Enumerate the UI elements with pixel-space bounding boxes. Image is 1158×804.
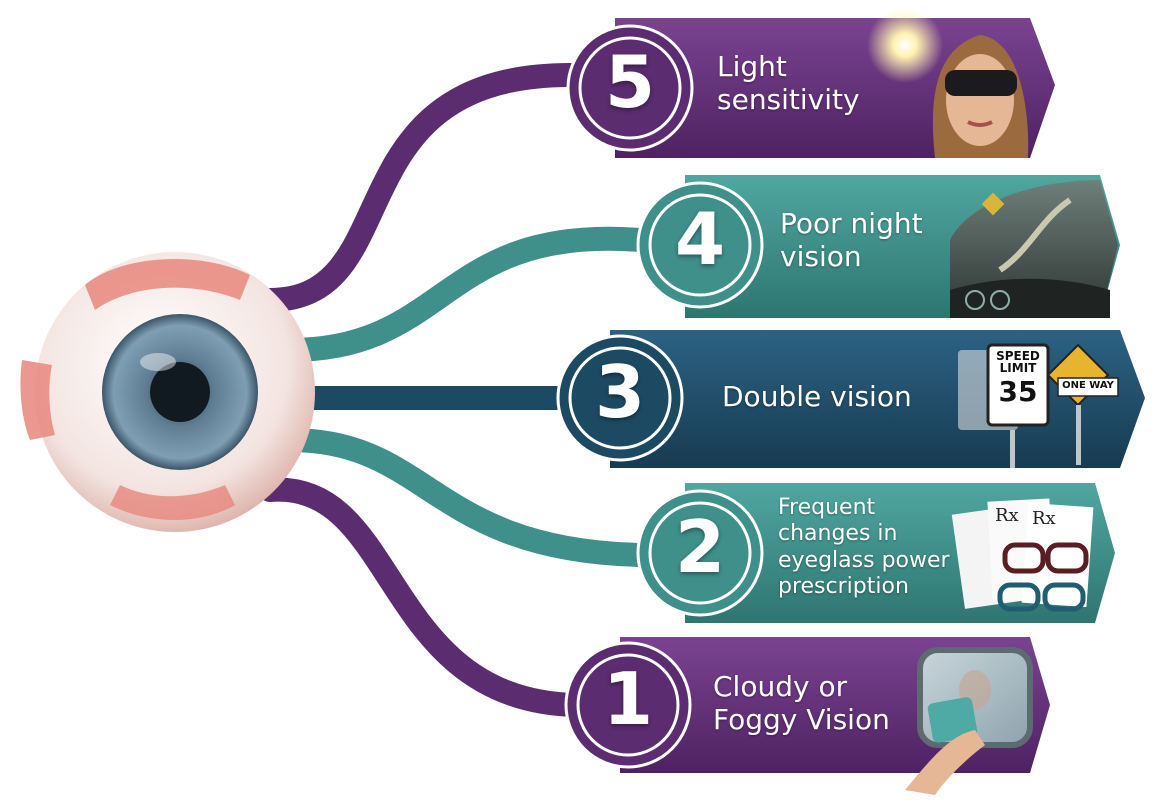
step-number-1: 1 — [602, 657, 654, 741]
symptom-banner-4 — [636, 175, 1120, 318]
foggy-mirror-icon — [905, 647, 1033, 795]
double-road-signs-icon — [958, 343, 1119, 468]
one-way-sign: ONE WAY — [1062, 380, 1114, 391]
speed-limit-sign: SPEED LIMIT 35 — [996, 349, 1040, 408]
symptom-banner-2 — [636, 483, 1115, 623]
rx-label-2: Rx — [1032, 508, 1056, 529]
connector-1 — [258, 477, 587, 717]
step-number-4: 4 — [674, 197, 726, 281]
step-number-2: 2 — [674, 505, 726, 589]
connector-5 — [258, 63, 582, 312]
step-number-3: 3 — [594, 350, 646, 434]
connector-2 — [278, 428, 652, 567]
symptom-banner-5 — [566, 7, 1055, 158]
rx-label-1: Rx — [995, 505, 1019, 526]
symptom-label-3: Double vision — [722, 380, 912, 413]
connectors — [258, 63, 652, 717]
eyeball-icon — [20, 252, 315, 532]
connector-4 — [278, 226, 652, 362]
sunglasses-woman-icon — [867, 7, 1029, 158]
symptom-banner-3 — [556, 330, 1145, 468]
step-number-5: 5 — [604, 40, 656, 124]
symptom-banner-1 — [564, 637, 1050, 795]
prescription-glasses-icon — [951, 498, 1094, 612]
night-road-icon — [950, 180, 1118, 318]
